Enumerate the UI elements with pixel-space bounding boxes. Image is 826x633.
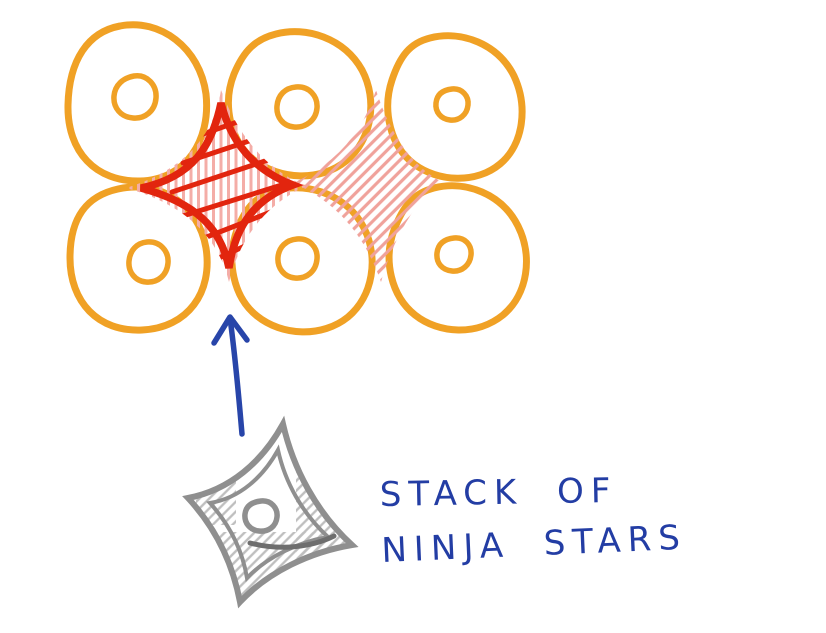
- donut-hole: [434, 235, 474, 274]
- donut-hole: [433, 86, 471, 123]
- ninja-star-inner-outline: [206, 444, 333, 583]
- donut-top-right: [384, 32, 526, 182]
- donut-hole: [126, 239, 171, 285]
- arrow-head: [211, 314, 250, 346]
- ninja-star-shadow-accent: [247, 533, 337, 550]
- donut-outer-ring: [64, 21, 211, 185]
- donut-outer-ring: [384, 32, 526, 182]
- caption: STACK OF NINJA STARS: [379, 471, 687, 571]
- donut-hole: [111, 73, 159, 121]
- gap-left-star-outline: [140, 102, 304, 269]
- donut-top-left: [64, 21, 211, 185]
- ninja-star-sketch: [182, 415, 359, 609]
- donut-hole: [275, 236, 320, 281]
- caption-line-1: STACK OF: [379, 471, 617, 515]
- caption-line-2: NINJA STARS: [381, 518, 688, 571]
- arrow-up: [211, 314, 250, 437]
- arrow-shaft: [227, 315, 245, 437]
- ninja-star-center-hole: [242, 498, 280, 534]
- gap-right-star-hatch: [293, 90, 440, 282]
- donut-hole: [274, 84, 320, 130]
- ninja-star-outer-outline: [182, 415, 359, 609]
- donut-grid: [64, 21, 530, 336]
